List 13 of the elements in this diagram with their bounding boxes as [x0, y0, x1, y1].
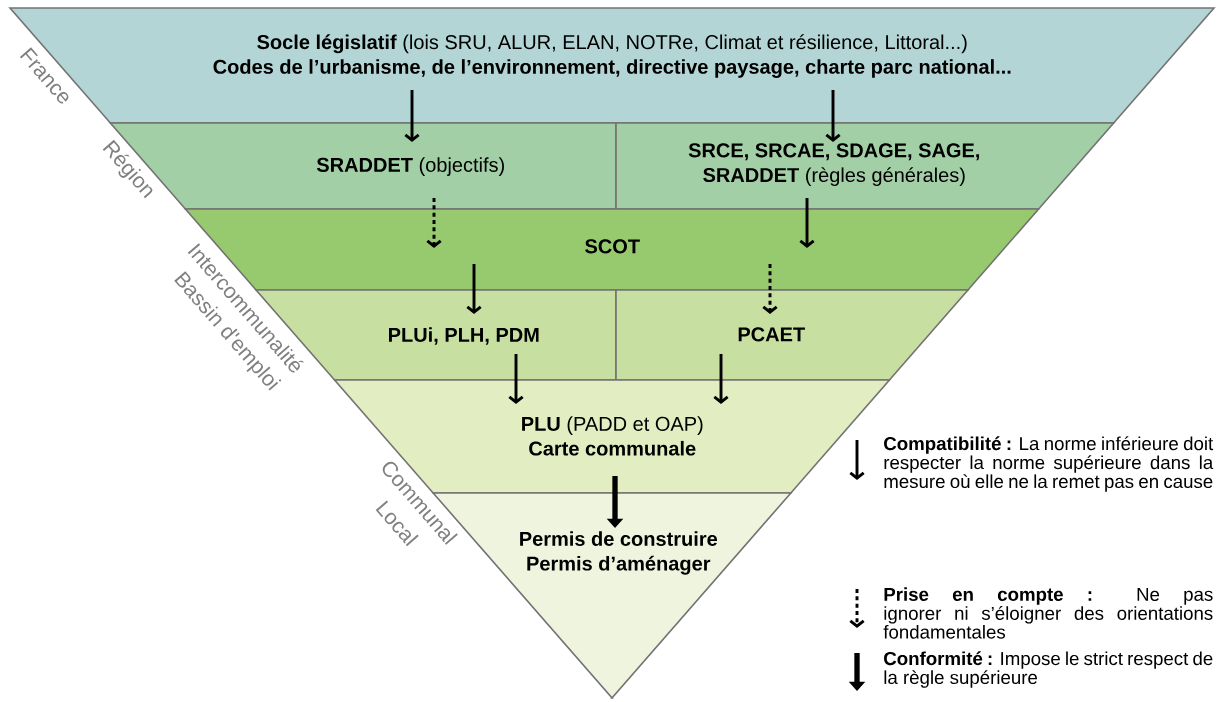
band: SRCE, SRCAE, SDAGE, SAGE, SRADDET (règles générales): [615, 122, 1116, 210]
arrow: [466, 264, 482, 314]
legend-text: Prise en compte : Ne pas ignorer ni s’éloigner des orientations fondamentales: [883, 587, 1213, 639]
arrow: [799, 198, 815, 248]
arrow: [713, 354, 729, 404]
arrow: [825, 90, 841, 142]
arrow: [426, 198, 442, 248]
arrow: [762, 264, 778, 314]
legend-text: Compatibilité : La norme inférieure doit respecter la norme supérieure dans la mesure où elle ne la remet pas en cause: [884, 436, 1214, 492]
legend-text: Conformité : Impose le strict respect de la règle supérieure: [884, 651, 1213, 688]
band: PCAET: [615, 289, 970, 381]
arrow: [508, 354, 524, 404]
arrow: [404, 90, 420, 142]
